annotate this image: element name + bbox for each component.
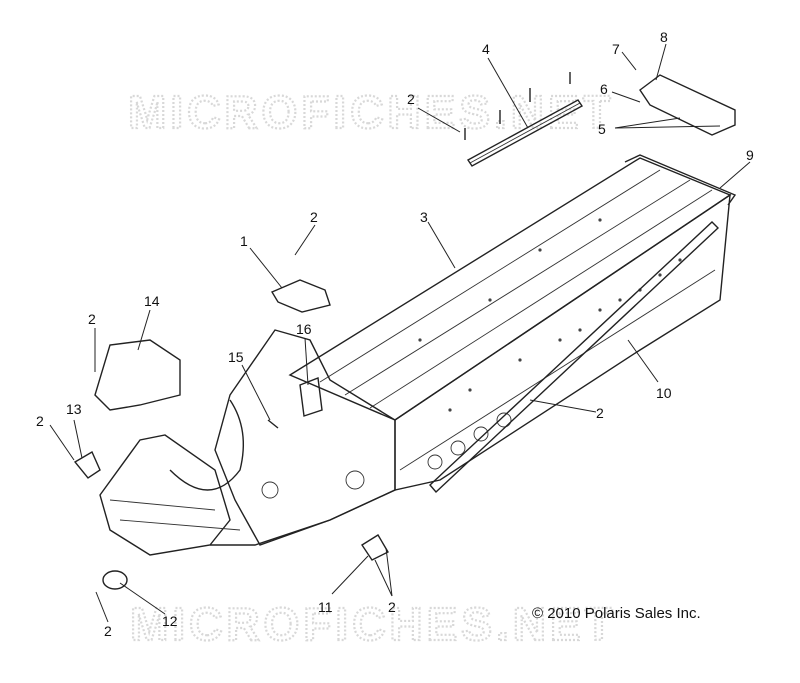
callout-6: 6 xyxy=(600,81,608,97)
part-11-plate xyxy=(361,534,389,561)
part-13-bracket xyxy=(73,450,101,479)
part-15-pin xyxy=(267,419,279,429)
callout-9: 9 xyxy=(746,147,754,163)
callout-7: 7 xyxy=(612,41,620,57)
watermark-bottom: MICROFICHES.NET xyxy=(130,598,617,650)
callout-2: 2 xyxy=(104,623,112,639)
callout-2: 2 xyxy=(407,91,415,107)
callout-11: 11 xyxy=(318,599,333,615)
part-10-side-strip xyxy=(429,221,720,494)
part-16-plate xyxy=(299,377,323,417)
part-4-rail xyxy=(466,99,584,167)
callout-1: 1 xyxy=(240,233,248,249)
tunnel-side-wall xyxy=(394,193,731,491)
callouts: 1 2 2 2 2 2 2 2 3 4 5 6 7 8 9 10 11 12 1… xyxy=(36,29,754,639)
callout-2: 2 xyxy=(388,599,396,615)
callout-14: 14 xyxy=(144,293,160,309)
tunnel-top-deck xyxy=(288,157,732,421)
front-frame xyxy=(99,434,231,556)
callout-2: 2 xyxy=(36,413,44,429)
callout-13: 13 xyxy=(66,401,82,417)
part-1-bracket xyxy=(270,279,331,313)
leader-lines xyxy=(49,43,751,623)
callout-2: 2 xyxy=(596,405,604,421)
part-14-console xyxy=(94,339,181,411)
part-12-bracket xyxy=(102,570,128,590)
callout-15: 15 xyxy=(228,349,244,365)
callout-4: 4 xyxy=(482,41,490,57)
tunnel-assembly xyxy=(99,157,732,556)
part-9-rear-bumper xyxy=(624,154,737,206)
callout-10: 10 xyxy=(656,385,672,401)
part-8-bracket xyxy=(639,74,736,136)
callout-3: 3 xyxy=(420,209,428,225)
callout-16: 16 xyxy=(296,321,312,337)
callout-2: 2 xyxy=(88,311,96,327)
watermark-top: MICROFICHES.NET xyxy=(128,86,615,138)
callout-2: 2 xyxy=(310,209,318,225)
callout-12: 12 xyxy=(162,613,178,629)
callout-8: 8 xyxy=(660,29,668,45)
front-bulkhead xyxy=(214,329,396,546)
callout-5: 5 xyxy=(598,121,606,137)
copyright-notice: © 2010 Polaris Sales Inc. xyxy=(532,605,701,622)
part-2-bolts-rail xyxy=(464,72,571,140)
